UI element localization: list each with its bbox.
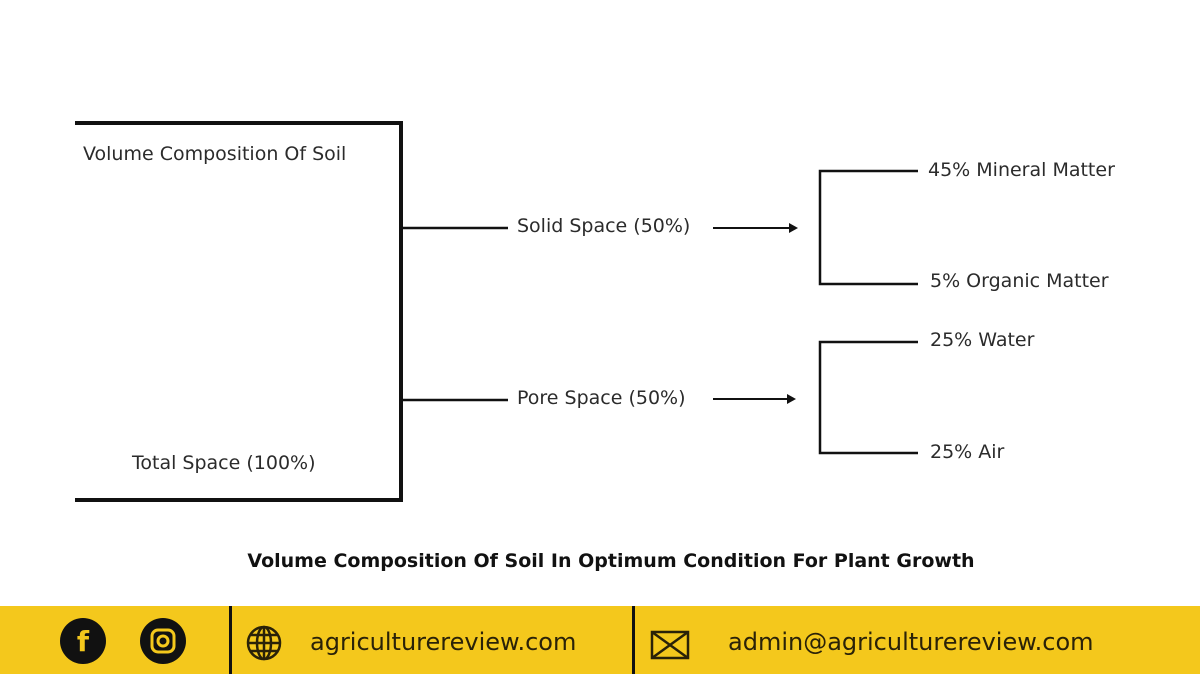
arrowhead-pore [787,394,796,404]
root-title: Volume Composition Of Soil [83,143,347,165]
globe-icon [246,625,282,661]
instagram-icon[interactable] [140,618,186,664]
leaf-air: 25% Air [930,441,1005,463]
facebook-icon[interactable]: f [60,618,106,664]
website-link[interactable]: agriculturereview.com [310,628,577,656]
leaf-water: 25% Water [930,329,1035,351]
root-box-outline [75,121,403,502]
email-link[interactable]: admin@agriculturereview.com [728,628,1094,656]
bracket-pore [818,340,918,455]
footer-bar: f agriculturereview.com admin@agricultur… [0,606,1200,674]
footer-divider [229,606,232,674]
leaf-mineral: 45% Mineral Matter [928,159,1115,181]
bracket-solid [818,169,918,286]
arrowhead-solid [789,223,798,233]
diagram-caption: Volume Composition Of Soil In Optimum Co… [247,550,975,572]
footer-divider [632,606,635,674]
branch-solid-label: Solid Space (50%) [517,215,691,237]
leaf-organic: 5% Organic Matter [930,270,1109,292]
root-subtitle: Total Space (100%) [132,452,316,474]
branch-pore-label: Pore Space (50%) [517,387,686,409]
mail-icon [650,630,690,660]
